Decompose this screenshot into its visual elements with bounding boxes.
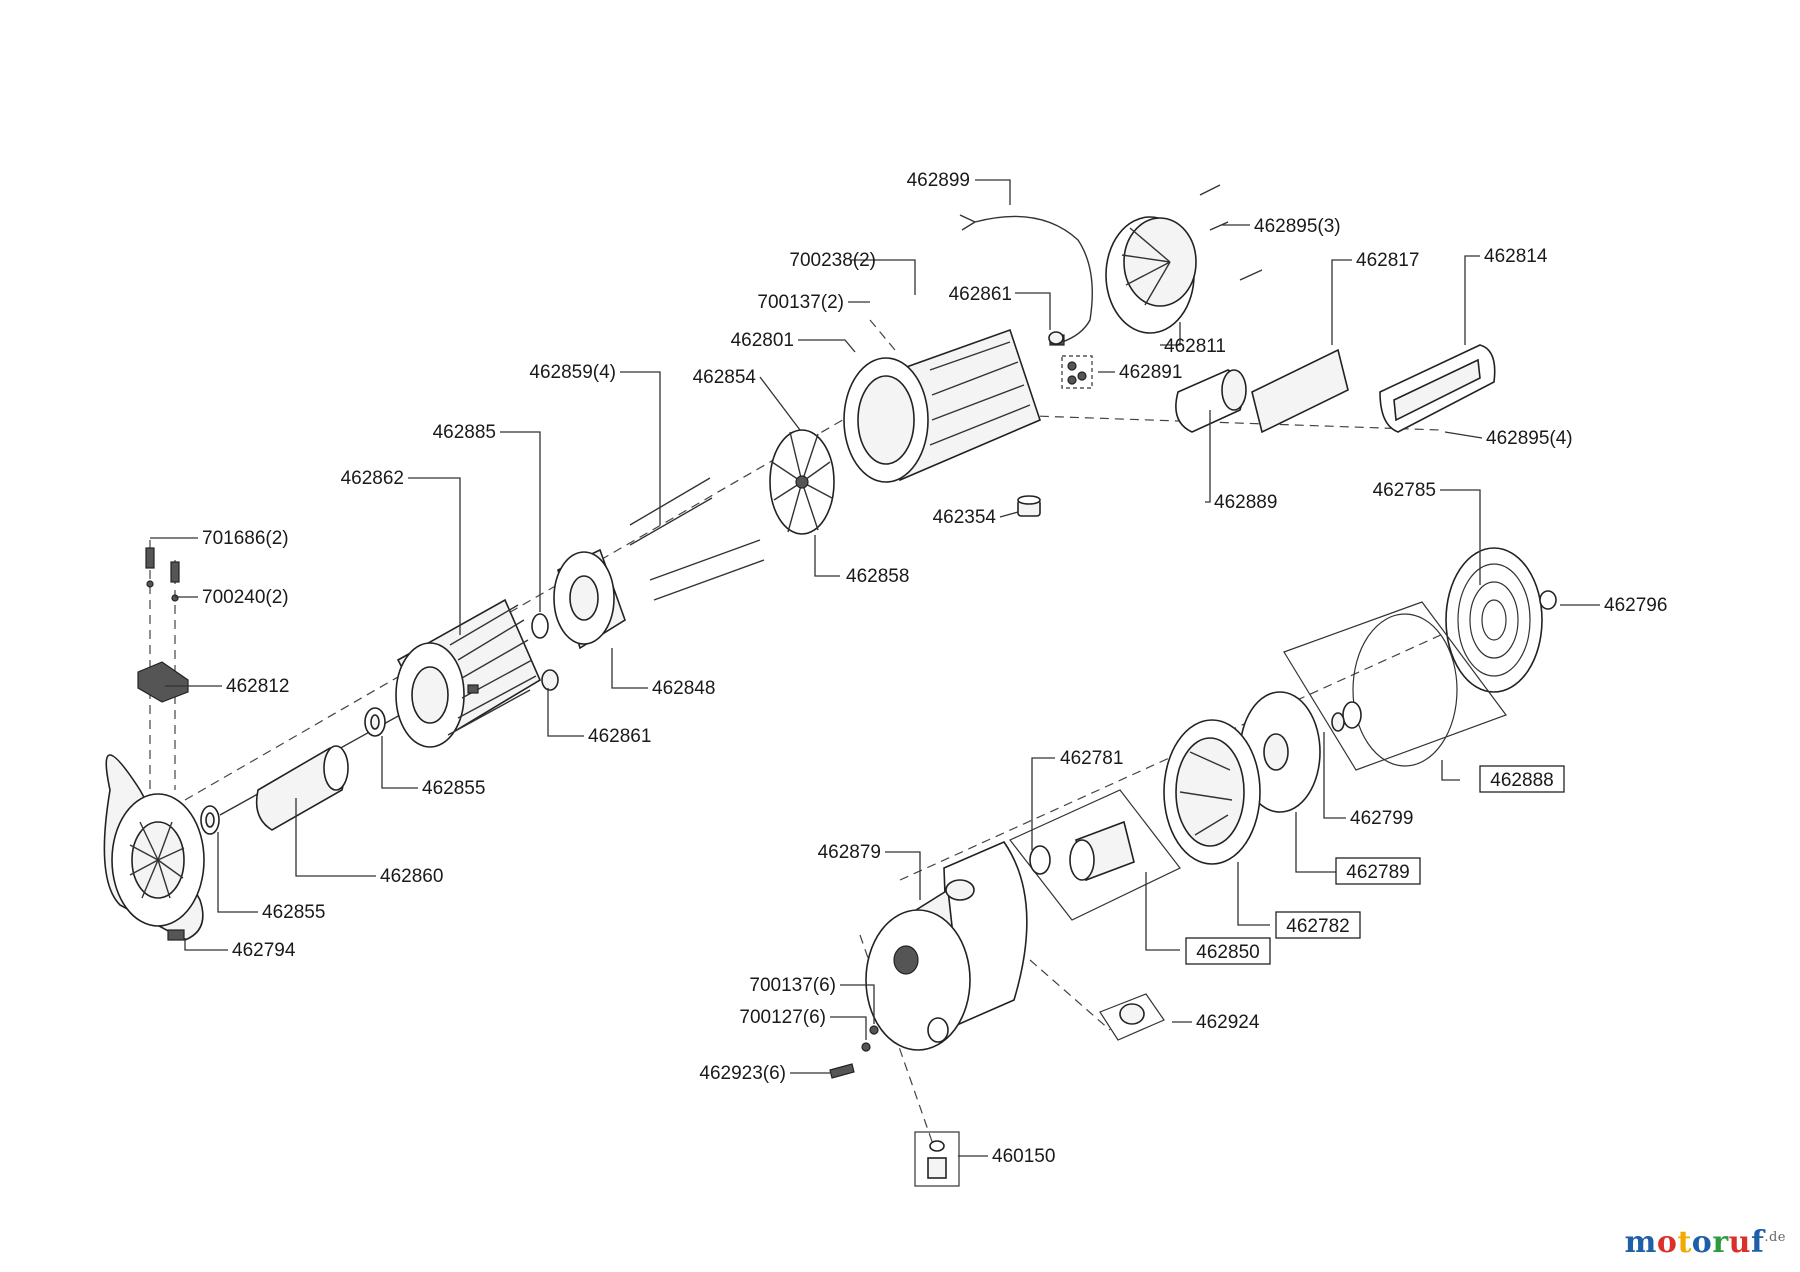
brand-letter: o — [1691, 1225, 1713, 1260]
brand-letter: f — [1750, 1225, 1765, 1260]
label-462812: 462812 — [226, 676, 289, 697]
label-462854: 462854 — [693, 367, 757, 388]
screw-group-462891 — [1061, 355, 1093, 389]
label-462848: 462848 — [652, 678, 715, 699]
label-700127-6: 700127(6) — [739, 1007, 826, 1028]
label-460150: 460150 — [992, 1146, 1055, 1167]
label-462860: 462860 — [380, 866, 443, 887]
cable-462899 — [959, 214, 1093, 346]
part-number-labels: 462899 462895(3) 700238(2) 462817 462814… — [202, 170, 1667, 1167]
terminal-box-462814 — [1379, 344, 1496, 433]
brand-letter: t — [1677, 1225, 1692, 1260]
seal-kit-462888 — [1283, 601, 1507, 771]
seal-ring-462799 — [1331, 701, 1362, 732]
washer-462796 — [1539, 590, 1557, 610]
plug-462354 — [1017, 495, 1041, 517]
screws-701686 — [145, 547, 180, 602]
label-462782: 462782 — [1286, 916, 1349, 937]
label-462801: 462801 — [731, 330, 794, 351]
assembly-axis-lines — [149, 319, 1541, 1151]
label-701686-2: 701686(2) — [202, 528, 289, 549]
label-462879: 462879 — [818, 842, 881, 863]
label-462895-4: 462895(4) — [1486, 428, 1573, 449]
pump-housing-462879 — [865, 841, 1028, 1051]
fan-462858 — [769, 429, 835, 535]
clip-462812 — [137, 661, 189, 703]
label-462794: 462794 — [232, 940, 296, 961]
terminal-cover-462811 — [1105, 184, 1263, 334]
rotor-462860 — [219, 714, 401, 831]
label-462781: 462781 — [1060, 748, 1123, 769]
housing-screws — [829, 1025, 879, 1079]
label-462799: 462799 — [1350, 808, 1413, 829]
brand-letter: o — [1656, 1225, 1678, 1260]
label-462855-b: 462855 — [262, 902, 325, 923]
label-462811: 462811 — [1164, 336, 1226, 357]
label-462924: 462924 — [1196, 1012, 1260, 1033]
grommet-462861-top — [1048, 331, 1064, 345]
label-700137-2: 700137(2) — [757, 292, 844, 313]
brand-name: motoruf — [1625, 1225, 1765, 1260]
label-700240-2: 700240(2) — [202, 587, 289, 608]
venturi-kit-462850 — [1009, 789, 1181, 921]
label-462899: 462899 — [907, 170, 970, 191]
drain-plug-462924 — [1099, 993, 1165, 1041]
label-462923-6: 462923(6) — [699, 1063, 786, 1084]
ring-462885 — [531, 613, 549, 639]
label-462817: 462817 — [1356, 250, 1419, 271]
label-462850: 462850 — [1196, 942, 1259, 963]
label-462789: 462789 — [1346, 862, 1409, 883]
label-462888: 462888 — [1490, 770, 1553, 791]
bearing-shield-462848 — [553, 548, 626, 650]
label-462855-a: 462855 — [422, 778, 485, 799]
label-frames — [1185, 765, 1565, 965]
label-462889: 462889 — [1214, 492, 1277, 513]
brand-suffix: .de — [1764, 1230, 1786, 1245]
end-bracket-462794 — [103, 754, 205, 941]
label-462895-3: 462895(3) — [1254, 216, 1341, 237]
label-462891: 462891 — [1119, 362, 1182, 383]
bearing-462855-left — [200, 805, 220, 835]
label-700137-6: 700137(6) — [749, 975, 836, 996]
label-462814: 462814 — [1484, 246, 1548, 267]
drain-valve-460150 — [914, 1131, 960, 1187]
label-462785: 462785 — [1373, 480, 1436, 501]
label-462858: 462858 — [846, 566, 909, 587]
capacitor-462889 — [1175, 369, 1247, 433]
brand-letter: u — [1728, 1225, 1751, 1260]
diaphragm-462785 — [1445, 547, 1543, 693]
bearing-462855-mid — [364, 707, 386, 737]
label-462885: 462885 — [433, 422, 496, 443]
diffuser-462782 — [1163, 719, 1261, 865]
label-462862: 462862 — [341, 468, 404, 489]
label-462859-4: 462859(4) — [529, 362, 616, 383]
brand-logo[interactable]: motoruf.de — [1625, 1225, 1786, 1260]
label-700238-2: 700238(2) — [789, 250, 876, 271]
tie-rods-462859 — [629, 477, 765, 601]
housing-462801 — [843, 328, 1041, 483]
label-462354: 462354 — [933, 507, 997, 528]
label-462861-mid: 462861 — [588, 726, 651, 747]
leader-lines — [150, 179, 1600, 1157]
brand-letter: r — [1712, 1225, 1729, 1260]
label-462861-top: 462861 — [949, 284, 1012, 305]
brand-letter: m — [1624, 1225, 1657, 1260]
label-462796: 462796 — [1604, 595, 1667, 616]
bushing-462861-mid — [541, 669, 559, 691]
gasket-plate-462817 — [1251, 348, 1349, 434]
stator-462862 — [395, 598, 542, 748]
